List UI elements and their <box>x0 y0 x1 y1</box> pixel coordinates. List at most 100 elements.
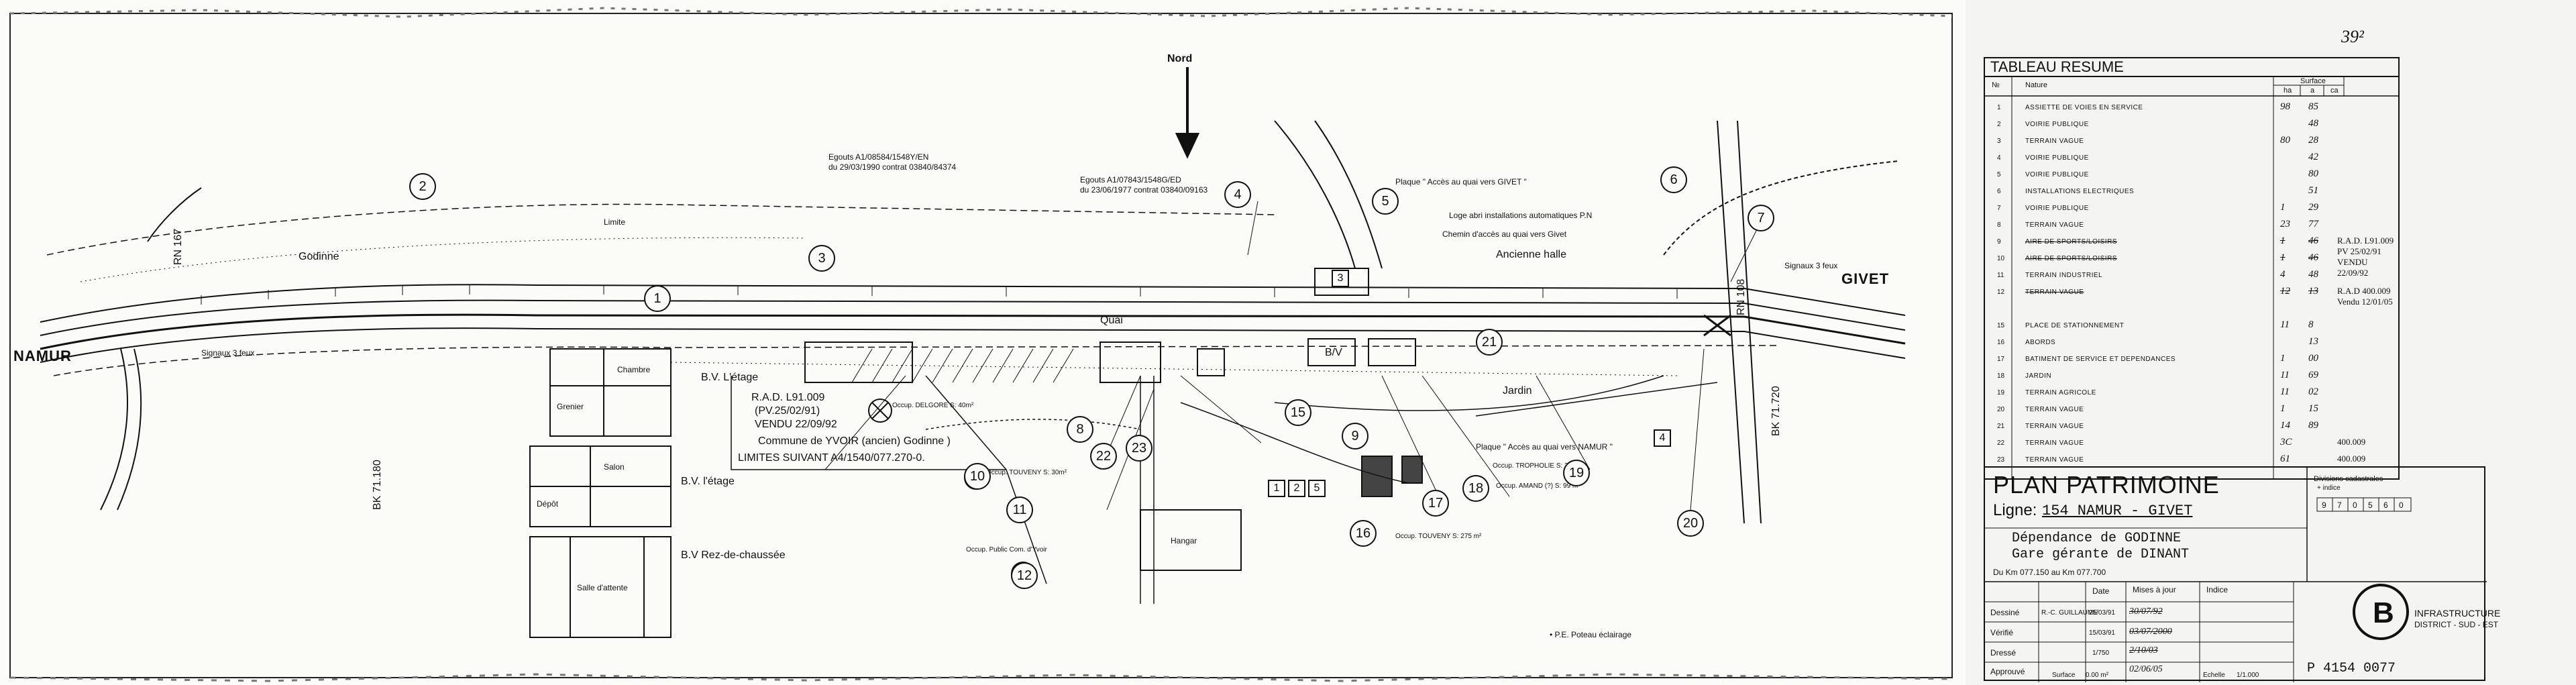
row-nature: VOIRIE PUBLIQUE <box>2025 154 2089 162</box>
plaque-1-label: Plaque " Accès au quai vers GIVET " <box>1395 177 1527 187</box>
parcel-marker-1[interactable]: 1 <box>644 285 671 312</box>
parcel-marker-20[interactable]: 20 <box>1677 510 1704 537</box>
row-nature: TERRAIN VAGUE <box>2025 456 2084 464</box>
box-marker-5[interactable]: 5 <box>1308 480 1326 497</box>
parcel-marker-22[interactable]: 22 <box>1090 443 1117 470</box>
row-nature: ASSIETTE DE VOIES EN SERVICE <box>2025 104 2143 111</box>
parcel-marker-4[interactable]: 4 <box>1224 181 1251 208</box>
plan-reference: P 4154 0077 <box>2307 661 2396 676</box>
header-ha: ha <box>2284 87 2292 95</box>
row-surface-ha: 11 <box>2280 319 2290 330</box>
div-cell-6: 0 <box>2399 500 2404 510</box>
occup-3-label: Occup. TOUVENY S: 275 m² <box>1395 533 1482 540</box>
row-surface-a: 85 <box>2308 101 2318 112</box>
row-note: 400.009 <box>2337 454 2366 464</box>
limite-label: Limite <box>604 217 626 227</box>
parcel-marker-19[interactable]: 19 <box>1563 460 1590 486</box>
box-marker-4[interactable]: 4 <box>1654 429 1671 447</box>
parcel-marker-9[interactable]: 9 <box>1342 423 1368 450</box>
summary-panel: 39² TABLEAU RESUME № Nature Surface ha a… <box>1976 27 2500 682</box>
signaux-left-label: Signaux 3 feux <box>201 348 255 358</box>
row-surface-a: 48 <box>2308 269 2318 280</box>
box-marker-3[interactable]: 3 <box>1332 270 1349 287</box>
parcel-marker-18[interactable]: 18 <box>1462 475 1489 502</box>
box-marker-2[interactable]: 2 <box>1288 480 1305 497</box>
rn108-label: RN 108 <box>1735 278 1747 315</box>
parcel-marker-15[interactable]: 15 <box>1285 399 1311 426</box>
parcel-marker-11[interactable]: 11 <box>1006 496 1033 523</box>
mise-1: 30/07/92 <box>2129 607 2163 617</box>
row-nature: INSTALLATIONS ELECTRIQUES <box>2025 188 2135 195</box>
mise-4: 02/06/05 <box>2129 664 2163 674</box>
parcel-marker-17[interactable]: 17 <box>1422 490 1449 517</box>
plaque-2-label: Plaque " Accès au quai vers NAMUR " <box>1476 442 1613 452</box>
track-plan-drawing <box>9 7 1953 682</box>
row-surface-ha: 23 <box>2280 219 2290 229</box>
parcel-marker-8[interactable]: 8 <box>1067 416 1093 443</box>
row-nature: TERRAIN VAGUE <box>2025 288 2084 296</box>
row-number: 18 <box>1997 372 2005 380</box>
rad-line1: R.A.D. L91.009 <box>751 392 825 403</box>
parcel-marker-7[interactable]: 7 <box>1748 205 1774 231</box>
col-date: Date <box>2092 586 2110 596</box>
row-number: 10 <box>1997 255 2005 262</box>
title-block-grid <box>1985 468 2487 682</box>
loge-label: Loge abri installations automatiques P.N <box>1449 211 1593 220</box>
row-number: 8 <box>1997 221 2001 229</box>
row-surface-a: 48 <box>2308 118 2318 129</box>
parcel-marker-6[interactable]: 6 <box>1660 166 1687 193</box>
row-surface-ha: 11 <box>2280 370 2290 380</box>
echelle-value: 1/1.000 <box>2237 672 2259 679</box>
divisions-sub: + indice <box>2317 484 2341 492</box>
parcel-marker-23[interactable]: 23 <box>1126 435 1152 462</box>
bv-building-label: B/V <box>1325 347 1342 358</box>
div-cell-1: 9 <box>2322 500 2326 510</box>
parcel-marker-21[interactable]: 21 <box>1476 329 1503 356</box>
occup-6-label: Occup. Public Com. d'Yvoir <box>966 546 1047 554</box>
table-title: TABLEAU RESUME <box>1984 57 2400 77</box>
row-surface-a: 02 <box>2308 386 2318 397</box>
parcel-marker-12[interactable]: 12 <box>1011 562 1038 589</box>
row-surface-ha: 61 <box>2280 454 2290 464</box>
dessine-date: 25/03/91 <box>2089 609 2115 617</box>
givet-label: GIVET <box>1841 270 1890 287</box>
parcel-marker-3[interactable]: 3 <box>808 245 835 272</box>
row-number: 12 <box>1997 288 2005 296</box>
row-number: 7 <box>1997 205 2001 212</box>
pk-right-label: BK 71.720 <box>1770 386 1782 436</box>
sncb-logo-letter: B <box>2373 596 2394 629</box>
parcel-marker-10[interactable]: 10 <box>964 463 991 490</box>
echelle-label: Echelle <box>2203 672 2225 679</box>
row-nature: TERRAIN VAGUE <box>2025 138 2084 145</box>
parcel-marker-16[interactable]: 16 <box>1350 520 1377 547</box>
chambre-label: Chambre <box>617 365 651 374</box>
mise-2: 03/07/2000 <box>2129 627 2172 637</box>
quai-label: Quai <box>1100 315 1123 326</box>
row-nature: PLACE DE STATIONNEMENT <box>2025 322 2125 329</box>
row-surface-ha: 1 <box>2280 202 2286 213</box>
north-label: Nord <box>1167 53 1193 64</box>
grenier-label: Grenier <box>557 402 584 411</box>
scale-value: 1/750 <box>2092 649 2110 657</box>
row-surface-a: 29 <box>2308 202 2318 213</box>
parcel-marker-2[interactable]: 2 <box>409 173 436 200</box>
div-cell-3: 0 <box>2353 500 2357 510</box>
row-surface-ha: 12 <box>2280 286 2290 297</box>
parcel-marker-5[interactable]: 5 <box>1372 188 1399 215</box>
box-marker-1[interactable]: 1 <box>1268 480 1285 497</box>
row-verifie: Vérifié <box>1990 628 2014 637</box>
dependance-label: Dépendance de GODINNE <box>2012 531 2182 546</box>
